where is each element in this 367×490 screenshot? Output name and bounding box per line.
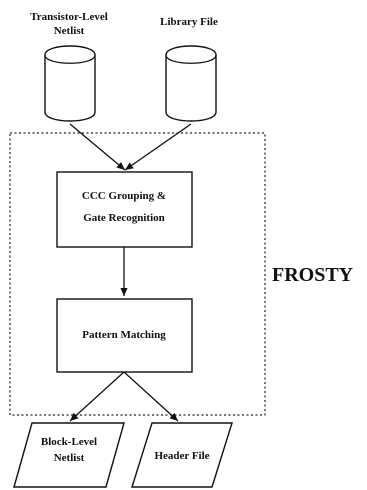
pattern-matching-label: Pattern Matching xyxy=(82,329,166,341)
block-netlist-output xyxy=(13,422,125,488)
ccc-grouping-label-line2: Gate Recognition xyxy=(83,212,165,224)
library-input-cylinder xyxy=(165,45,217,122)
edge-matching-to-header xyxy=(123,371,179,422)
edge-matching-to-block-netlist xyxy=(69,371,125,422)
netlist-input-label-line2: Netlist xyxy=(54,25,85,37)
frosty-boundary xyxy=(9,132,266,416)
block-netlist-label-line1: Block-Level xyxy=(41,436,97,448)
netlist-input-cylinder xyxy=(44,45,96,122)
header-file-output xyxy=(131,422,233,488)
header-file-label: Header File xyxy=(154,450,209,462)
edge-library-to-grouping xyxy=(124,123,192,171)
ccc-grouping-box xyxy=(56,171,193,248)
block-netlist-label-line2: Netlist xyxy=(54,452,85,464)
netlist-input-label-line1: Transistor-Level xyxy=(30,11,108,23)
library-input-label: Library File xyxy=(160,16,218,28)
edge-netlist-to-grouping xyxy=(69,123,126,171)
ccc-grouping-label-line1: CCC Grouping & xyxy=(82,190,166,202)
frosty-label: FROSTY xyxy=(272,264,354,286)
pattern-matching-box xyxy=(56,298,193,373)
